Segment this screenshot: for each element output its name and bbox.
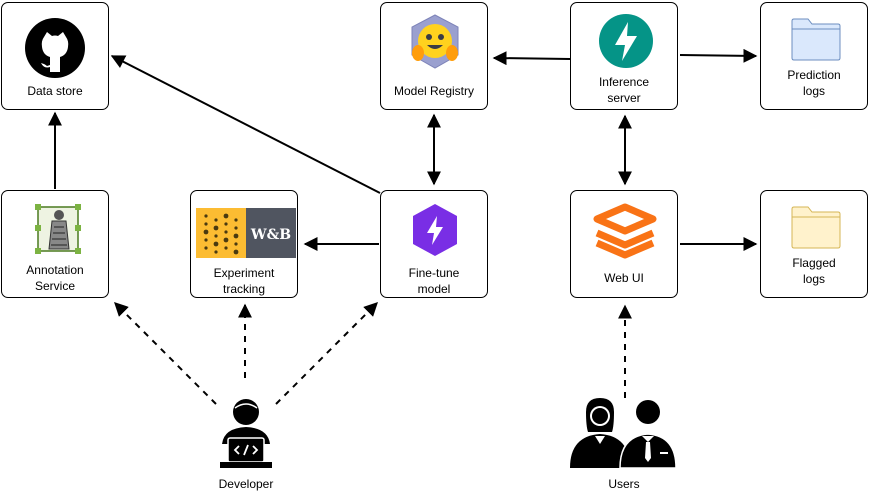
developer-icon (220, 399, 272, 468)
experiment-tracking-node[interactable]: W&B Experiment tracking (190, 190, 298, 298)
data-store-node[interactable]: Data store (1, 2, 109, 110)
experiment-tracking-label-line1: Experiment (213, 266, 275, 280)
developer-actor[interactable]: Developer (212, 396, 280, 496)
inference-server-node[interactable]: Inference server (570, 2, 678, 110)
edge-inference-to-registry (492, 51, 571, 66)
users-actor[interactable]: Users (568, 396, 680, 496)
users-label: Users (608, 477, 640, 491)
annotation-service-label-line2: Service (34, 279, 75, 293)
hugging-face-icon (411, 14, 459, 69)
label-studio-icon (35, 204, 81, 254)
lightning-icon (413, 204, 457, 256)
fine-tune-model-node[interactable]: Fine-tune model (380, 190, 488, 298)
inference-server-label-line2: server (607, 91, 641, 105)
users-icon (570, 398, 677, 469)
prediction-logs-label-line1: Prediction (787, 68, 841, 82)
annotation-service-node[interactable]: Annotation Service (1, 190, 109, 298)
experiment-tracking-label-line2: tracking (222, 282, 266, 296)
annotation-service-label-line1: Annotation (26, 263, 84, 277)
inference-server-label-line1: Inference (598, 75, 650, 89)
fastapi-icon (599, 14, 653, 68)
edge-developer-to-finetune (275, 302, 378, 405)
web-ui-node[interactable]: Web UI (570, 190, 678, 298)
developer-label: Developer (218, 477, 274, 491)
flagged-logs-label-line2: logs (802, 272, 825, 286)
github-icon (25, 18, 85, 78)
folder-icon (791, 18, 841, 61)
data-store-label: Data store (27, 84, 83, 98)
edge-inference-to-prediction (679, 48, 758, 63)
gradio-icon (593, 203, 657, 259)
fine-tune-model-label-line1: Fine-tune (408, 266, 460, 280)
fine-tune-model-label-line2: model (417, 282, 451, 296)
flagged-logs-node[interactable]: Flagged logs (760, 190, 868, 298)
wandb-logo: W&B (196, 208, 296, 258)
edge-finetune-to-datastore (110, 55, 381, 194)
edge-developer-to-annotation (114, 302, 217, 405)
prediction-logs-node[interactable]: Prediction logs (760, 2, 868, 110)
folder-icon (791, 206, 841, 249)
wandb-logo-text: W&B (250, 227, 291, 243)
model-registry-label: Model Registry (393, 84, 475, 98)
web-ui-label: Web UI (604, 271, 644, 285)
flagged-logs-label-line1: Flagged (792, 256, 836, 270)
model-registry-node[interactable]: Model Registry (380, 2, 488, 110)
prediction-logs-label-line2: logs (802, 84, 825, 98)
